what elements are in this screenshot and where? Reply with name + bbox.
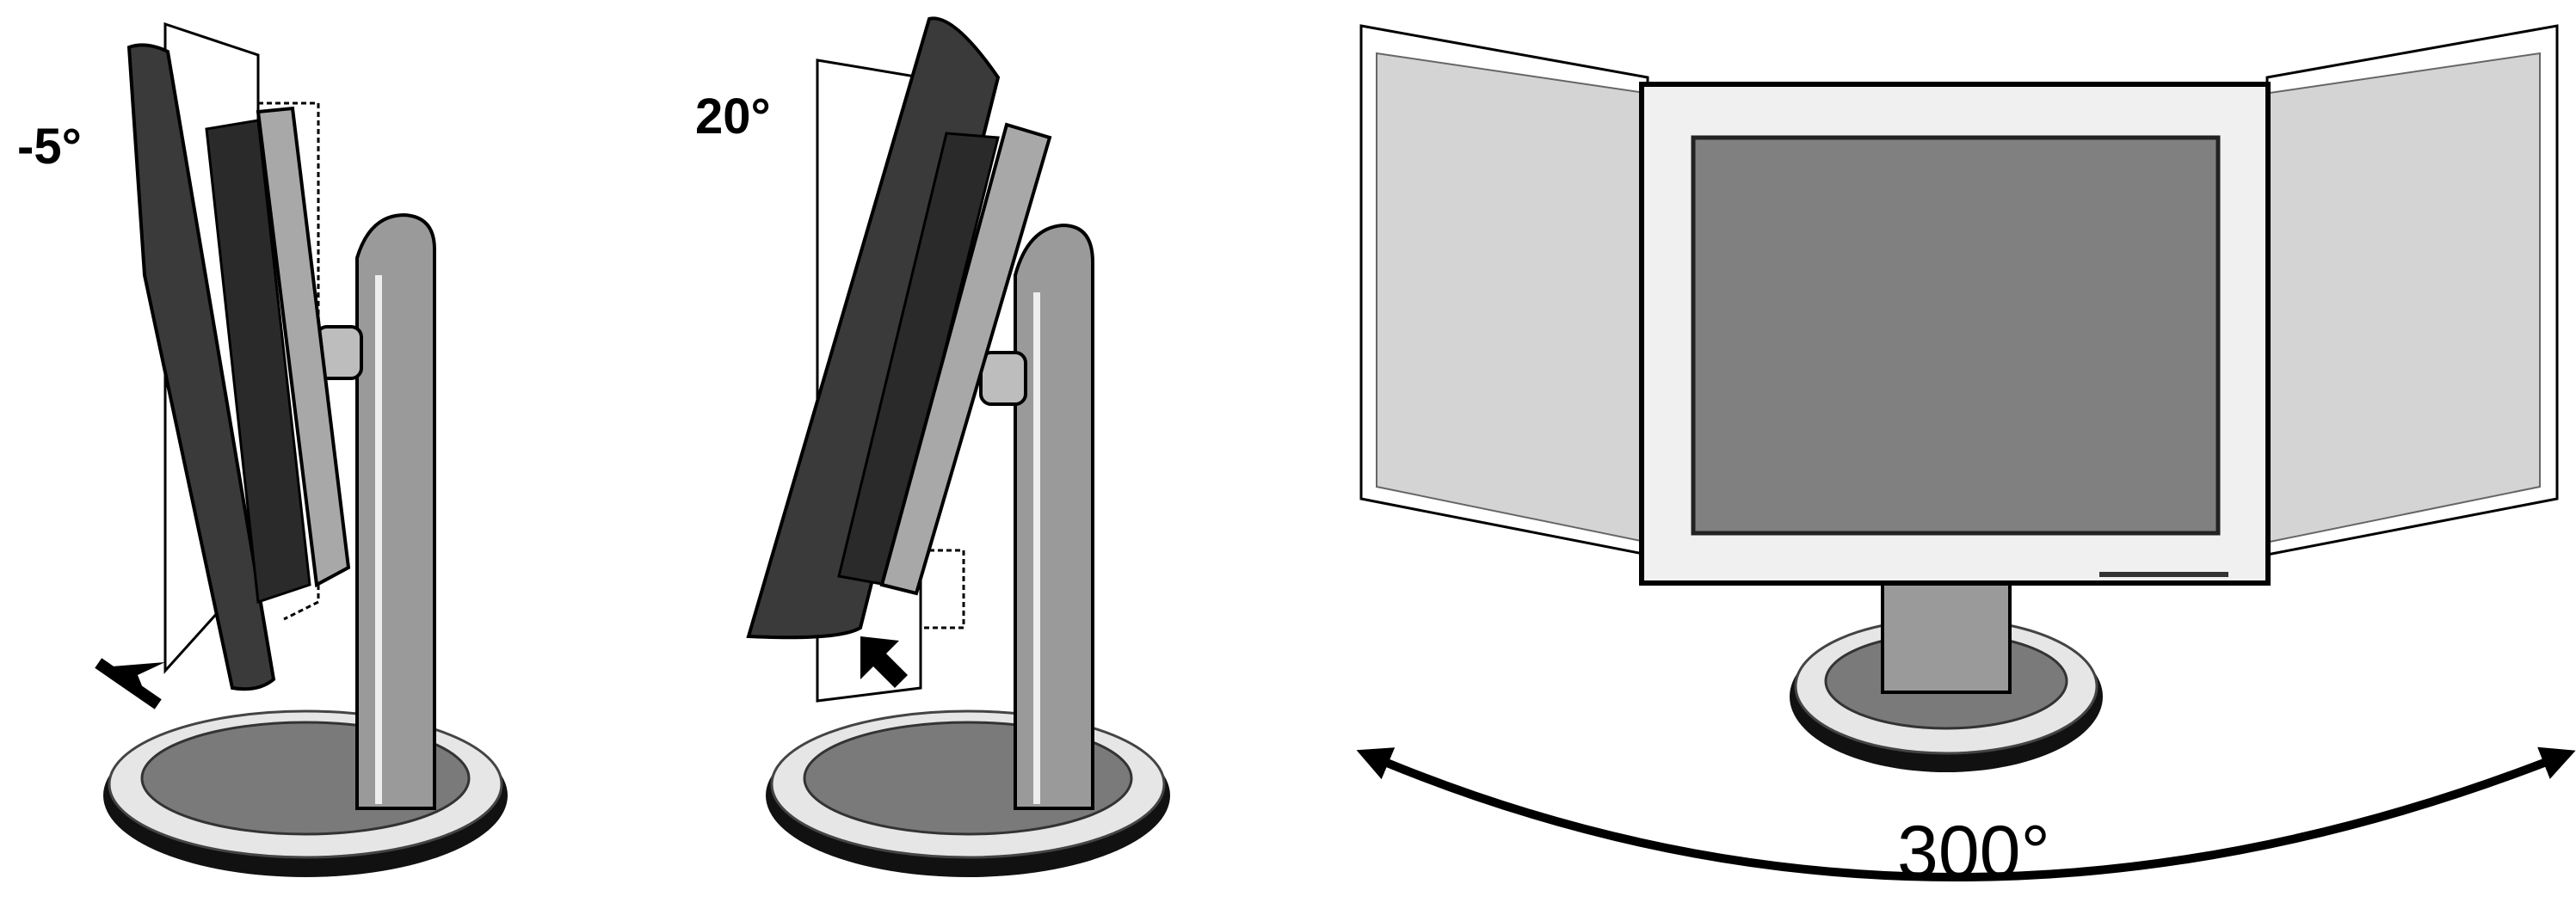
tilt-forward-label: -5° [17, 119, 82, 175]
stand-neck [1881, 574, 2012, 694]
tilt-back-label: 20° [695, 89, 771, 144]
swivel-label: 300° [1897, 811, 2050, 893]
monitor-side [879, 122, 1052, 596]
hinge [979, 351, 1027, 406]
monitor-body [126, 43, 276, 691]
monitor-side [256, 106, 351, 588]
tilt-back-figure: 20° [695, 16, 1170, 877]
ghost-stand-outline [921, 549, 965, 629]
monitor-screen [1691, 135, 2221, 536]
tilt-arrow-icon [112, 662, 165, 697]
tilt-arrow-icon [860, 636, 908, 688]
swivel-arrow-icon [1356, 746, 2576, 881]
stand-column [1014, 223, 1094, 810]
monitor-back-panel [205, 119, 311, 605]
monitor-buttons [2099, 572, 2228, 577]
stand-column [355, 212, 436, 810]
swivel-figure: 300° [1356, 24, 2576, 893]
tilt-forward-figure: -5° [17, 21, 508, 877]
